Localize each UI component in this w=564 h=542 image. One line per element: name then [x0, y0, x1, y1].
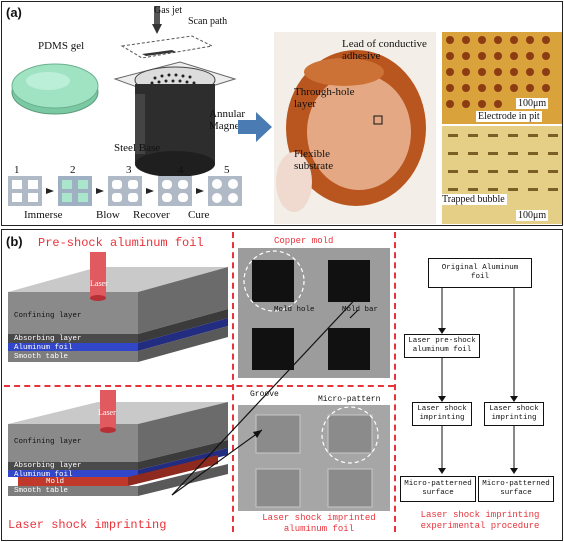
scale-bar-top: 100μm: [516, 98, 549, 109]
magnet-assembly: [113, 61, 237, 177]
step-2-num: 2: [70, 164, 76, 176]
absorbing-label-top: Absorbing layer: [14, 335, 82, 343]
step-5-num: 5: [224, 164, 230, 176]
imprint-title: Laser shock imprinting: [8, 518, 167, 532]
imprinted-sem: [238, 405, 390, 511]
confining-label-top: Confining layer: [14, 312, 82, 320]
step-4-num: 4: [178, 164, 184, 176]
imprint-schematic: [8, 390, 228, 496]
flow-surface-left: Micro-patterned surface: [400, 476, 476, 502]
divider-left: [232, 232, 234, 532]
procedure-title: Laser shock imprinting experimental proc…: [420, 510, 540, 531]
step-blow-label: Blow: [96, 209, 120, 221]
gas-jet-label: Gas jet: [154, 5, 183, 16]
annular-magnet-label: Annular Magnet: [209, 108, 246, 132]
step-immerse-label: Immerse: [24, 209, 63, 221]
flow-lsi-right: Laser shock imprinting: [484, 402, 544, 426]
bubble-micrograph: Trapped bubble 100μm: [442, 126, 562, 224]
divider-right: [394, 232, 396, 532]
process-steps: 1 2 3 4 5 Immerse Blow Recove: [8, 164, 258, 222]
trapped-bubble-label: Trapped bubble: [442, 194, 507, 205]
flow-original: Original Aluminum foil: [428, 258, 532, 288]
aluminum-label-bottom: Aluminum foil: [14, 471, 73, 479]
gas-jet-diagram: [120, 6, 214, 59]
flow-arrows: [438, 288, 518, 474]
scale-bar-bottom: 100μm: [516, 210, 549, 221]
big-arrow: [238, 112, 272, 142]
flow-surface-right: Micro-patterned surface: [478, 476, 554, 502]
panel-a: (a) PDMS gel Gas jet Scan path Annular M…: [1, 1, 563, 226]
mold-label: Mold: [46, 478, 65, 486]
pdms-label: PDMS gel: [38, 40, 85, 52]
copper-mold-sem: Mold hole Mold bar: [238, 248, 390, 378]
step-cure-label: Cure: [188, 209, 210, 221]
step-recover-label: Recover: [133, 209, 170, 221]
step-1-num: 1: [14, 164, 20, 176]
laser-label-top: Laser: [90, 279, 108, 288]
aluminum-label-top: Aluminum foil: [14, 344, 73, 352]
step-3-num: 3: [126, 164, 132, 176]
absorbing-label-bottom: Absorbing layer: [14, 462, 82, 470]
pdms-dish: [11, 63, 99, 115]
mold-bar-label: Mold bar: [342, 306, 379, 314]
mold-hole-label: Mold hole: [274, 306, 315, 314]
micro-pattern-label: Micro-pattern: [318, 395, 381, 404]
connector-arrows: [171, 291, 363, 496]
imprinted-foil-title: Laser shock imprinted aluminum foil: [262, 513, 376, 534]
smooth-label-top: Smooth table: [14, 353, 69, 361]
steel-base-label: Steel Base: [114, 142, 161, 154]
panel-b: (b) Pre-shock aluminum foil Laser Confin…: [1, 229, 563, 541]
laser-label-bottom: Laser: [98, 408, 116, 417]
panel-b-label: (b): [6, 234, 23, 249]
electrode-micrograph: 100μm Electrode in pit: [442, 32, 562, 124]
copper-mold-title: Copper mold: [274, 236, 334, 246]
pre-shock-title: Pre-shock aluminum foil: [38, 236, 204, 250]
groove-label: Groove: [250, 390, 279, 399]
step-tiles: [8, 176, 242, 206]
flow-lsi-left: Laser shock imprinting: [412, 402, 472, 426]
flexible-label: Flexible substrate: [294, 148, 334, 172]
lead-label: Lead of conductive adhesive: [342, 38, 427, 62]
divider-middle: [4, 385, 394, 387]
scan-path-label: Scan path: [188, 16, 228, 27]
through-hole-label: Through-hole layer: [294, 86, 355, 110]
smooth-label-bottom: Smooth table: [14, 487, 69, 495]
flow-preshock: Laser pre-shock aluminum foil: [404, 334, 480, 358]
flexible-substrate-photo: [274, 32, 436, 224]
pre-shock-schematic: [8, 252, 228, 362]
confining-label-bottom: Confining layer: [14, 438, 82, 446]
panel-a-label: (a): [6, 5, 22, 20]
electrode-label: Electrode in pit: [476, 111, 542, 122]
